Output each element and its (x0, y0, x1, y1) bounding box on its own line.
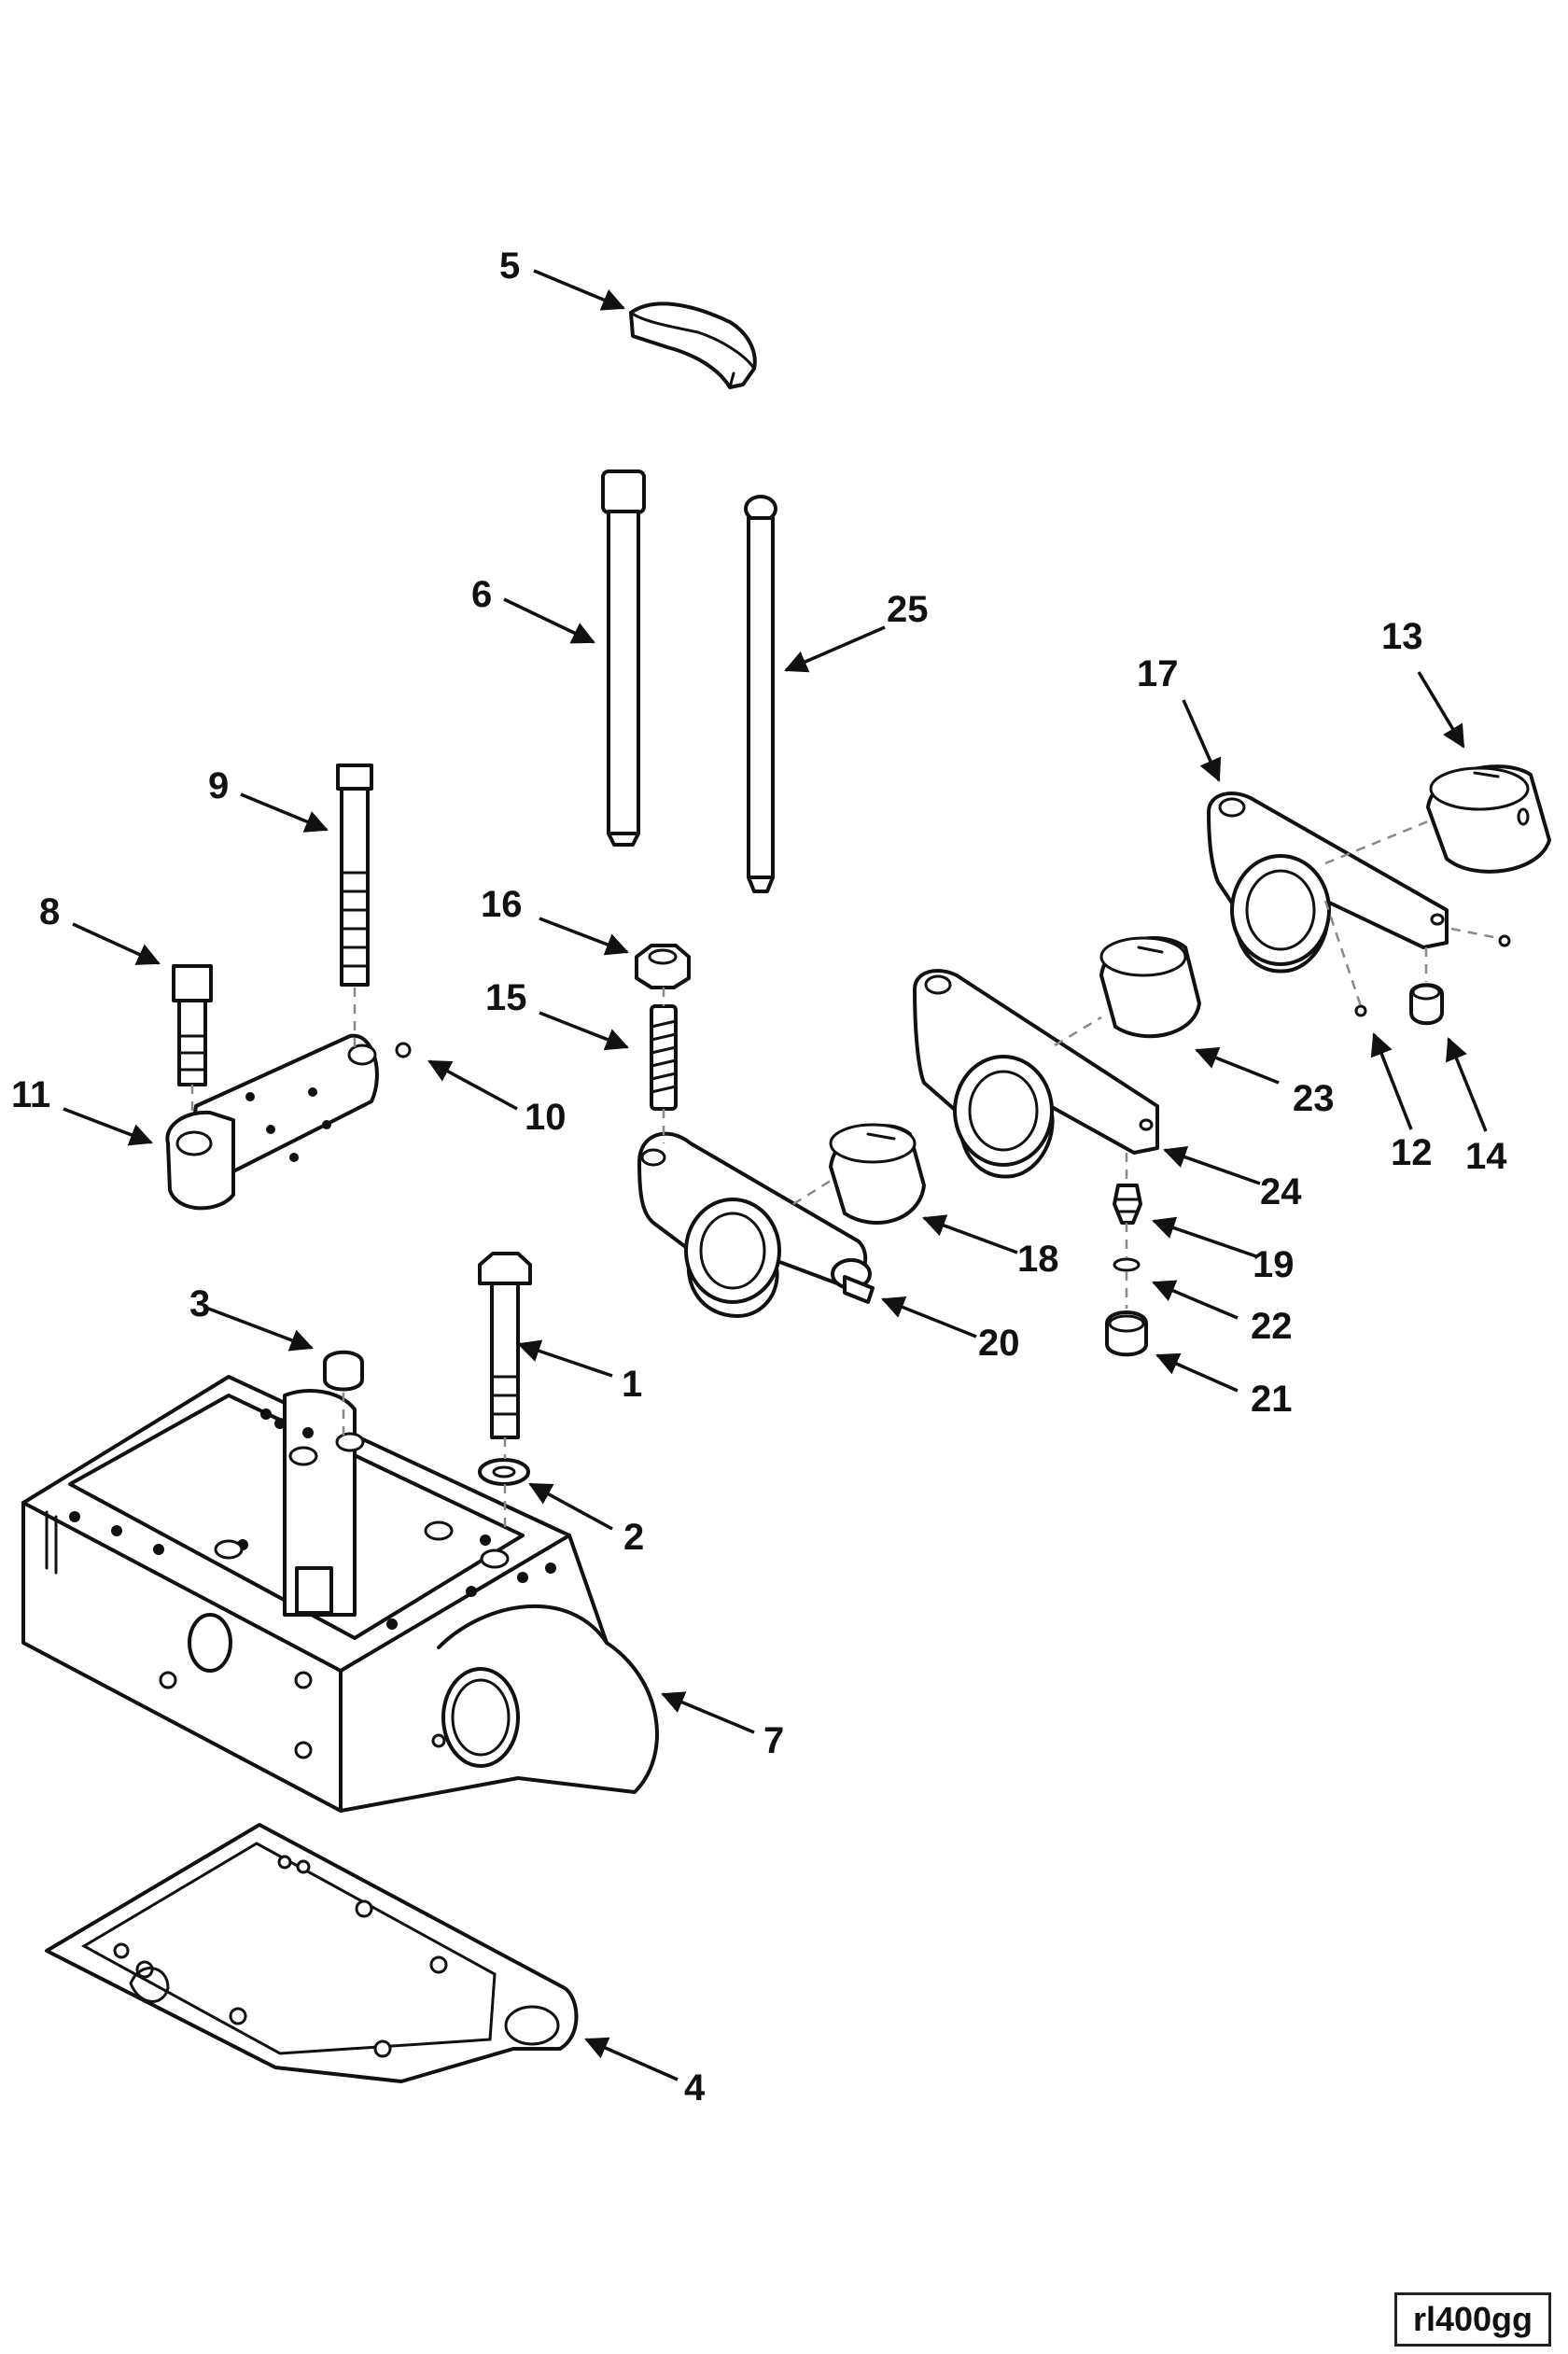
part-22-o-ring (1113, 1257, 1141, 1272)
part-18-bushing (829, 1123, 926, 1225)
callout-6: 6 (471, 574, 492, 615)
callout-8: 8 (39, 891, 60, 932)
callout-20: 20 (978, 1323, 1020, 1364)
callout-numbers: 5 6 25 9 8 11 10 16 15 17 13 23 12 14 24… (11, 245, 1507, 2109)
rocker-arm-front (637, 1131, 868, 1318)
callout-21: 21 (1251, 1379, 1293, 1420)
callout-11: 11 (11, 1074, 50, 1115)
part-12-ball (1354, 1004, 1367, 1017)
callout-12: 12 (1391, 1132, 1433, 1173)
callout-7: 7 (763, 1720, 784, 1761)
callout-22: 22 (1251, 1306, 1293, 1347)
callout-10: 10 (525, 1097, 567, 1138)
part-13-bushing (1426, 764, 1551, 874)
part-1-bolt (478, 1252, 532, 1439)
part-23-bushing (1099, 936, 1201, 1039)
callout-leaders (63, 269, 1488, 2081)
part-15-adjusting-screw (650, 1004, 678, 1111)
part-20-adjuster (831, 1258, 875, 1304)
part-25-push-rod (744, 495, 777, 893)
part-14-cap (1409, 983, 1444, 1026)
callout-16: 16 (481, 884, 523, 925)
part-6-push-rod (601, 469, 646, 847)
callout-13: 13 (1381, 616, 1423, 657)
part-4-gasket (45, 1823, 579, 2083)
drawing-reference-label: rl400gg (1394, 2292, 1551, 2347)
callout-23: 23 (1293, 1078, 1335, 1119)
part-8-short-bolt (172, 964, 213, 1086)
part-19-fitting (1113, 1184, 1142, 1225)
part-3-dowel (323, 1350, 364, 1392)
assembly-center-lines (190, 820, 1499, 1531)
part-5-bridge (629, 301, 757, 389)
part-16-nut (635, 944, 691, 989)
callout-24: 24 (1260, 1171, 1302, 1212)
part-11-rocker-shaft (165, 1033, 379, 1211)
rocker-arm-rear (1207, 792, 1449, 974)
callout-17: 17 (1137, 653, 1179, 694)
callout-18: 18 (1017, 1239, 1059, 1280)
callout-1: 1 (622, 1364, 642, 1405)
callout-25: 25 (887, 589, 929, 630)
callout-19: 19 (1253, 1244, 1295, 1285)
part-9-long-bolt (336, 764, 373, 987)
callout-15: 15 (485, 977, 527, 1018)
ball-small-rear (1498, 934, 1511, 947)
callout-9: 9 (208, 765, 229, 806)
callout-5: 5 (499, 245, 520, 287)
part-10-ball (395, 1042, 412, 1058)
callout-4: 4 (684, 2067, 706, 2109)
part-21-cap (1105, 1310, 1148, 1357)
rocker-arm-middle (913, 969, 1159, 1179)
callout-2: 2 (623, 1517, 644, 1558)
part-7-rocker-housing (21, 1375, 659, 1813)
callout-3: 3 (189, 1283, 210, 1324)
callout-14: 14 (1465, 1136, 1507, 1177)
part-2-washer (478, 1458, 530, 1486)
